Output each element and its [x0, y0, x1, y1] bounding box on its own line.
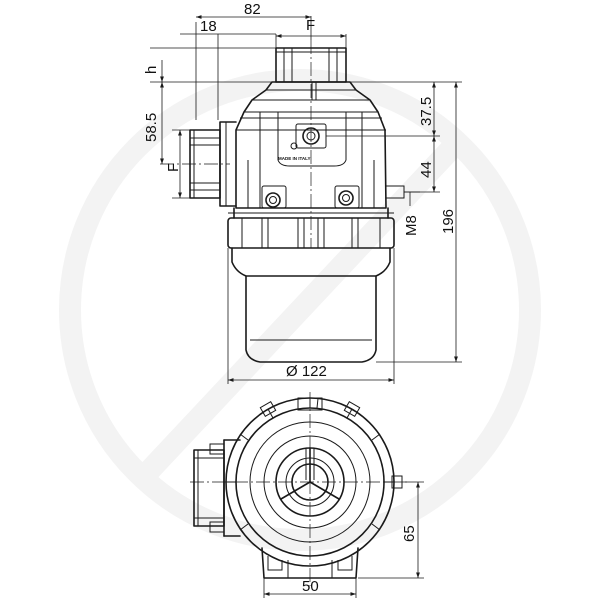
top-view-side-inlet — [193, 439, 241, 537]
dim-diameter-122: Ø 122 — [286, 363, 327, 380]
made-in-italy-marking: MADE IN ITALY — [278, 156, 311, 161]
drain-plug-right — [334, 185, 360, 209]
dim-f-side: F — [165, 163, 182, 172]
front-dimensions: 82 18 F h 58.5 F 37.5 44 — [143, 1, 462, 384]
dim-65: 65 — [401, 525, 418, 542]
dim-37-5: 37.5 — [418, 97, 435, 126]
front-view: MADE IN ITALY — [160, 40, 405, 363]
dim-18: 18 — [200, 18, 217, 35]
drain-plug-left — [261, 185, 287, 209]
dim-f-top: F — [306, 17, 315, 34]
watermark-logo — [59, 69, 541, 551]
filter-bowl — [231, 247, 391, 363]
dim-58-5: 58.5 — [143, 113, 160, 142]
dim-m8: M8 — [403, 215, 420, 236]
dim-50: 50 — [302, 578, 319, 595]
dim-h: h — [143, 66, 160, 74]
dim-44: 44 — [418, 161, 435, 178]
top-view — [190, 392, 410, 586]
dim-82: 82 — [244, 1, 261, 18]
dim-196: 196 — [440, 209, 457, 234]
screw-hole — [290, 142, 298, 150]
top-view-dimensions: 65 50 — [263, 481, 424, 598]
